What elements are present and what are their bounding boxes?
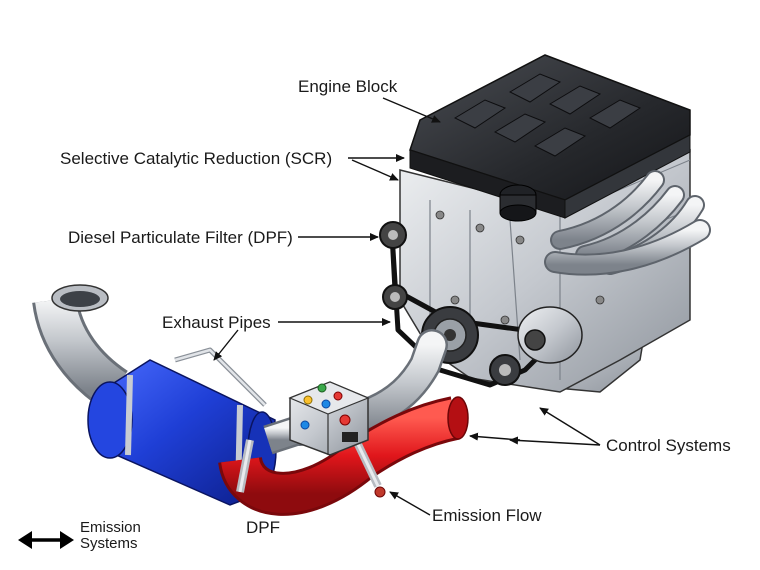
label-dpf-short: DPF (246, 518, 280, 537)
control-box (288, 381, 370, 456)
valve-cover (409, 54, 691, 222)
callout-arrows (213, 97, 601, 516)
arrow-emission-flow (389, 491, 431, 516)
legend-label: Emission Systems (80, 520, 141, 552)
legend-line-2: Systems (80, 534, 138, 552)
legend-double-arrow-icon (18, 531, 74, 549)
label-scr: Selective Catalytic Reduction (SCR) (60, 149, 333, 168)
label-engine-block: Engine Block (298, 77, 398, 96)
label-exhaust-pipes: Exhaust Pipes (162, 313, 271, 332)
arrow-control-3 (469, 432, 521, 441)
label-control-systems: Control Systems (606, 436, 731, 455)
arrow-control-1 (539, 407, 601, 446)
label-emission-flow: Emission Flow (432, 506, 542, 525)
arrow-exhaust-pipes-2 (213, 329, 239, 361)
label-dpf-long: Diesel Particulate Filter (DPF) (68, 228, 293, 247)
arrow-engine-block (382, 97, 441, 123)
legend-line-1: Emission (80, 519, 141, 536)
arrow-scr-2 (351, 159, 399, 181)
arrow-control-2 (509, 436, 601, 446)
exhaust-manifold (544, 170, 711, 276)
red-pipe (218, 396, 469, 516)
inlet-elbow (32, 284, 129, 410)
